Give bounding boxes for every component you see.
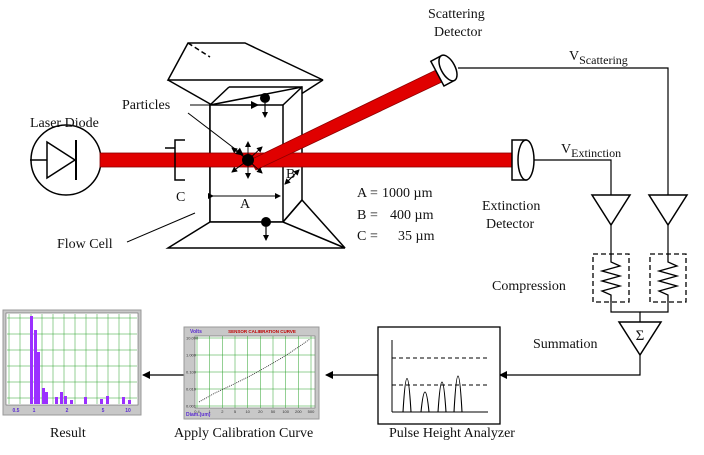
result-bar [100, 399, 103, 404]
svg-text:=: = [370, 186, 378, 201]
calibration-panel: Volts SENSOR CALIBRATION CURVE 10.000 1.0… [183, 326, 320, 420]
result-histogram: 0.5 1 2 5 10 [2, 309, 142, 416]
label-scattering-detector-1: Scattering [428, 7, 485, 22]
result-bars [30, 316, 131, 404]
result-x-tick: 1 [33, 408, 36, 414]
result-bar [128, 400, 131, 404]
result-bar [42, 388, 45, 404]
calibration-y-ticks: 10.000 1.000 0.100 0.010 0.001 [186, 336, 199, 409]
label-result: Result [50, 426, 86, 441]
svg-text:400 µm: 400 µm [390, 208, 434, 223]
calibration-y-tick: 10.000 [186, 336, 199, 341]
calibration-y-tick: 0.010 [186, 387, 197, 392]
calibration-x-tick: 100 [282, 409, 289, 414]
result-x-tick: 5 [102, 408, 105, 414]
calibration-x-tick: 2 [221, 409, 224, 414]
calibration-x-tick: 20 [258, 409, 263, 414]
laser-diode [30, 124, 102, 196]
amplifiers [590, 194, 689, 227]
particle-top [260, 93, 270, 103]
pha-pulses [402, 375, 463, 413]
calibration-x-tick: 5 [234, 409, 237, 414]
label-dim-b: B [286, 167, 295, 182]
result-bar [37, 352, 40, 404]
label-extinction-detector-2: Detector [486, 217, 535, 232]
calibration-x-tick: 0.4 [194, 409, 200, 414]
svg-text:B: B [357, 208, 366, 223]
laser-beams [99, 69, 513, 171]
svg-text:1000 µm: 1000 µm [382, 186, 433, 201]
result-bar [106, 396, 109, 404]
result-bar [122, 397, 125, 404]
signal-wiring [142, 67, 669, 379]
label-v-scattering: VScattering [569, 49, 628, 67]
result-bar [60, 392, 63, 404]
result-x-tick: 0.5 [13, 408, 20, 414]
dimension-table: A = 1000 µm B = 400 µm C = 35 µm [357, 186, 435, 244]
result-bar [30, 316, 33, 404]
calibration-x-ticks: 0.4 1 2 5 10 20 50 100 200 500 [194, 409, 315, 414]
result-x-tick: 2 [66, 408, 69, 414]
result-x-ticks: 0.5 1 2 5 10 [13, 408, 131, 414]
calibration-title: SENSOR CALIBRATION CURVE [228, 329, 296, 334]
calibration-y-tick: 1.000 [186, 353, 197, 358]
label-apply-calibration-curve: Apply Calibration Curve [174, 426, 313, 441]
calibration-x-tick: 10 [245, 409, 250, 414]
beam-slit-c [165, 139, 185, 181]
scattering-amplifier [647, 194, 689, 227]
label-compression: Compression [492, 279, 566, 294]
label-summation: Summation [533, 337, 598, 352]
label-dim-c: C [176, 190, 185, 205]
pointer-lines [126, 101, 259, 243]
particle-bottom [261, 217, 271, 227]
summation-block: Σ [617, 321, 663, 357]
calibration-x-unit: Diam.(um) [186, 412, 211, 418]
result-x-tick: 10 [125, 408, 131, 414]
calibration-y-tick: 0.001 [186, 404, 197, 409]
svg-text:A: A [357, 186, 368, 201]
extinction-amplifier [590, 194, 632, 227]
calibration-x-tick: 1 [209, 409, 212, 414]
sigma-symbol: Σ [636, 328, 645, 344]
scattering-detector [429, 54, 458, 88]
result-bar [55, 397, 58, 404]
calibration-x-tick: 500 [308, 409, 315, 414]
label-dim-a: A [240, 197, 251, 212]
calibration-curve [198, 338, 311, 403]
label-laser-diode: Laser Diode [30, 116, 99, 131]
svg-text:35 µm: 35 µm [398, 229, 435, 244]
svg-text:=: = [370, 208, 378, 223]
pulse-height-analyzer [377, 326, 501, 425]
label-scattering-detector-2: Detector [434, 25, 483, 40]
calibration-y-top: Volts [190, 329, 202, 335]
result-bar [34, 330, 37, 404]
label-flow-cell: Flow Cell [57, 237, 113, 252]
calibration-x-tick: 50 [271, 409, 276, 414]
label-pulse-height-analyzer: Pulse Height Analyzer [389, 426, 515, 441]
result-bar [70, 400, 73, 404]
svg-text:=: = [370, 229, 378, 244]
result-bar [45, 392, 48, 404]
dimension-arrows [208, 169, 300, 199]
extinction-detector [511, 139, 535, 181]
label-extinction-detector-1: Extinction [482, 199, 540, 214]
result-bar [84, 397, 87, 404]
label-particles: Particles [122, 98, 170, 113]
calibration-y-tick: 0.100 [186, 370, 197, 375]
flow-cell-outlet-hopper [165, 199, 346, 249]
calibration-x-tick: 200 [295, 409, 302, 414]
svg-text:C: C [357, 229, 366, 244]
compression-blocks [592, 253, 687, 303]
calibration-grid [195, 336, 315, 408]
result-bar [64, 396, 67, 404]
label-v-extinction: VExtinction [561, 142, 621, 160]
